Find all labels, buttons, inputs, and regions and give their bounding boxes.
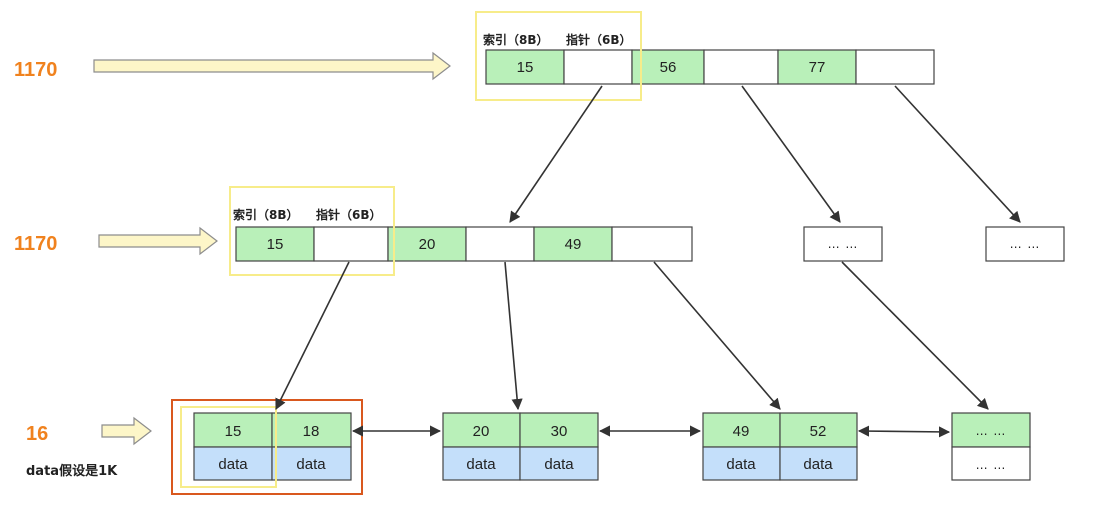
- elided-leaf-node: … … … …: [951, 412, 1031, 481]
- pointer-arrow: [894, 85, 1021, 223]
- root-key-cell: [485, 49, 565, 85]
- branch-entry-highlight: [229, 186, 395, 276]
- root-level-arrow-icon: [93, 51, 451, 81]
- leaf-key-label: 18: [303, 423, 320, 440]
- root-key-label: 56: [660, 59, 677, 76]
- root-pointer-cell: [855, 49, 935, 85]
- leaf-node: 49 52 data data: [702, 412, 858, 481]
- leaf-key-label: 30: [551, 423, 568, 440]
- branch-pointer-cell: [313, 226, 389, 262]
- leaf-data-size-note: data假设是1K: [26, 463, 118, 479]
- branch-key-cell: [533, 226, 613, 262]
- pointer-arrow: [841, 261, 989, 410]
- leaf-entry-highlight: [180, 406, 277, 488]
- root-index-size-caption: 索引（8B）: [483, 32, 549, 47]
- leaf-key-label: 15: [225, 423, 242, 440]
- leaf-level-arrow-icon: [101, 416, 152, 446]
- pointer-arrow: [741, 85, 841, 223]
- leaf-key-label: 49: [733, 423, 750, 440]
- leaf-node: 20 30 data data: [442, 412, 599, 481]
- root-pointer-cell: [563, 49, 633, 85]
- leaf-data-label: data: [544, 456, 574, 473]
- leaf-data-label: data: [466, 456, 496, 473]
- elided-branch-node: [985, 226, 1065, 262]
- branch-index-size-caption: 索引（8B）: [233, 207, 299, 222]
- leaf-data-cell: [442, 446, 521, 481]
- branch-level-arrow-icon: [98, 226, 218, 256]
- leaf-data-cell: [779, 446, 858, 481]
- leaf-data-label: data: [803, 456, 833, 473]
- branch-pointer-cell: [465, 226, 535, 262]
- pointer-arrow: [509, 85, 603, 223]
- root-pointer-cell: [703, 49, 779, 85]
- branch-key-label: 20: [419, 236, 436, 253]
- root-entry-highlight: [475, 11, 642, 101]
- leaf-key-label: 52: [810, 423, 827, 440]
- leaf-data-label: data: [296, 456, 326, 473]
- root-level-count: 1170: [14, 59, 57, 81]
- elided-branch-ellipsis: … …: [828, 237, 859, 251]
- leaf-key-label: 20: [473, 423, 490, 440]
- branch-level-count: 1170: [14, 233, 57, 255]
- branch-pointer-size-caption: 指针（6B）: [316, 207, 382, 222]
- leaf-key-cell: [519, 412, 599, 448]
- leaf-data-cell: [271, 446, 352, 481]
- root-key-cell: [631, 49, 705, 85]
- branch-key-label: 15: [267, 236, 284, 253]
- branch-key-label: 49: [565, 236, 582, 253]
- branch-pointer-cell: [611, 226, 693, 262]
- root-key-label: 15: [517, 59, 534, 76]
- pointer-arrow: [504, 261, 523, 411]
- root-pointer-size-caption: 指针（6B）: [566, 32, 632, 47]
- root-key-label: 77: [809, 59, 826, 76]
- leaf-key-cell: [779, 412, 858, 448]
- leaf-data-cell: [519, 446, 599, 481]
- elided-branch-node: [803, 226, 883, 262]
- branch-key-cell: [387, 226, 467, 262]
- leaf-level-count: 16: [26, 423, 48, 445]
- root-key-cell: [777, 49, 857, 85]
- root-node: 15 56 77: [485, 49, 935, 85]
- elided-leaf-ellipsis: … …: [976, 424, 1007, 438]
- pointer-arrow: [275, 261, 350, 411]
- leaf-data-label: data: [726, 456, 756, 473]
- leaf-link-arrow: [857, 425, 951, 438]
- leaf-data-label: data: [218, 456, 248, 473]
- branch-node: 15 20 49: [235, 226, 693, 262]
- branch-key-cell: [235, 226, 315, 262]
- leaf-node: 15 18 data data: [193, 412, 352, 481]
- leaf-data-cell: [951, 446, 1031, 481]
- leaf-page-highlight: [171, 399, 363, 495]
- elided-branch-ellipsis: … …: [1010, 237, 1041, 251]
- pointer-arrow: [653, 261, 781, 410]
- leaf-key-cell: [702, 412, 781, 448]
- elided-leaf-ellipsis: … …: [976, 458, 1007, 472]
